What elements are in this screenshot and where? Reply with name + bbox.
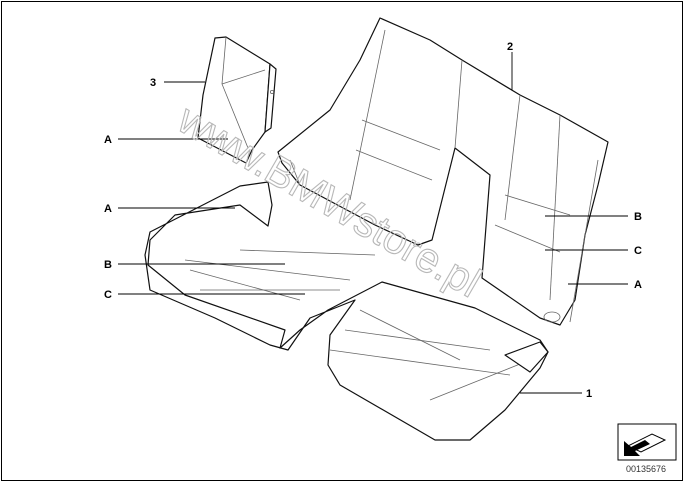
callout-B-right: B (634, 211, 642, 223)
orientation-icon (617, 423, 677, 461)
callout-C-left: C (104, 289, 112, 301)
part-3-armrest-cover (197, 36, 277, 164)
part-2-backrest (277, 17, 609, 326)
callout-A-right: A (634, 279, 642, 291)
part-1-seat-cushion (144, 181, 549, 441)
callout-1: 1 (586, 388, 592, 400)
callout-C-right: C (634, 245, 642, 257)
callout-2: 2 (507, 41, 513, 53)
callout-A-mid: A (104, 203, 112, 215)
callout-B-left: B (104, 259, 112, 271)
leader-lines (118, 52, 628, 394)
reference-number: 00135676 (626, 464, 666, 474)
callout-A-top: A (104, 134, 112, 146)
callout-3: 3 (150, 77, 156, 89)
